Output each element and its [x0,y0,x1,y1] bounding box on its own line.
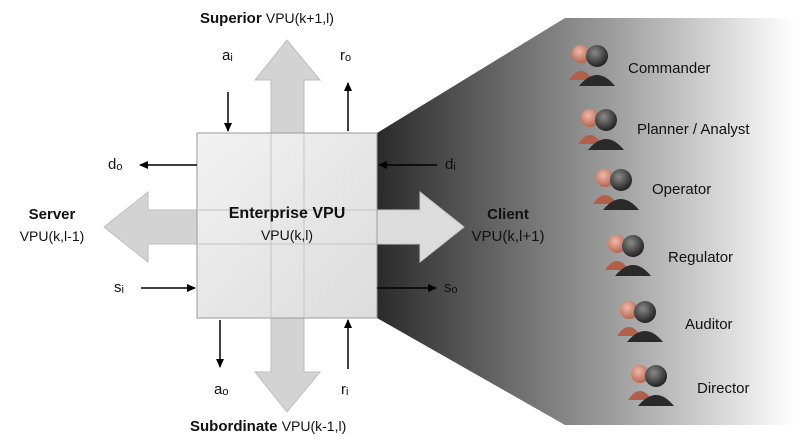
server-arrow [103,190,201,264]
signal-r-out: ro [340,47,352,64]
signal-d-out: do [108,156,123,173]
client-title: Client [487,206,529,223]
people-icon [628,365,674,406]
server-title: Server [28,206,76,223]
signal-s-in: si [114,279,124,296]
people-icon [578,109,624,150]
enterprise-box [196,132,378,319]
signal-d-in: di [445,156,456,173]
superior-title: Superior VPU(k+1,l) [200,11,334,26]
signal-a-out: ao [214,381,229,398]
enterprise-title: Enterprise VPU [228,205,346,222]
role-operator: Operator [652,181,712,198]
subordinate-vpu: VPU(k-1,l) [281,418,347,434]
client-arrow [376,190,465,264]
superior-vpu: VPU(k+1,l) [265,10,334,26]
role-auditor: Auditor [685,316,733,333]
signal-s-out: so [444,279,458,296]
signal-a-in: ai [222,47,233,64]
role-commander: Commander [628,60,711,77]
role-director: Director [697,380,750,397]
client-fan [377,18,795,425]
subordinate-title: Subordinate VPU(k-1,l) [190,419,346,434]
enterprise-vpu: VPU(k,l) [260,227,314,243]
people-icon [605,235,651,276]
people-icon [593,169,639,210]
superior-bold: Superior [200,10,262,27]
people-icon [617,301,663,342]
client-vpu: VPU(k,l+1) [471,228,545,245]
server-vpu: VPU(k,l-1) [19,228,85,244]
subordinate-arrow [253,315,322,413]
role-regulator: Regulator [668,249,734,266]
people-icon [569,45,615,86]
subordinate-bold: Subordinate [190,418,278,435]
signal-r-in: ri [341,381,349,398]
superior-arrow [253,39,322,141]
role-planner-analyst: Planner / Analyst [637,121,750,138]
